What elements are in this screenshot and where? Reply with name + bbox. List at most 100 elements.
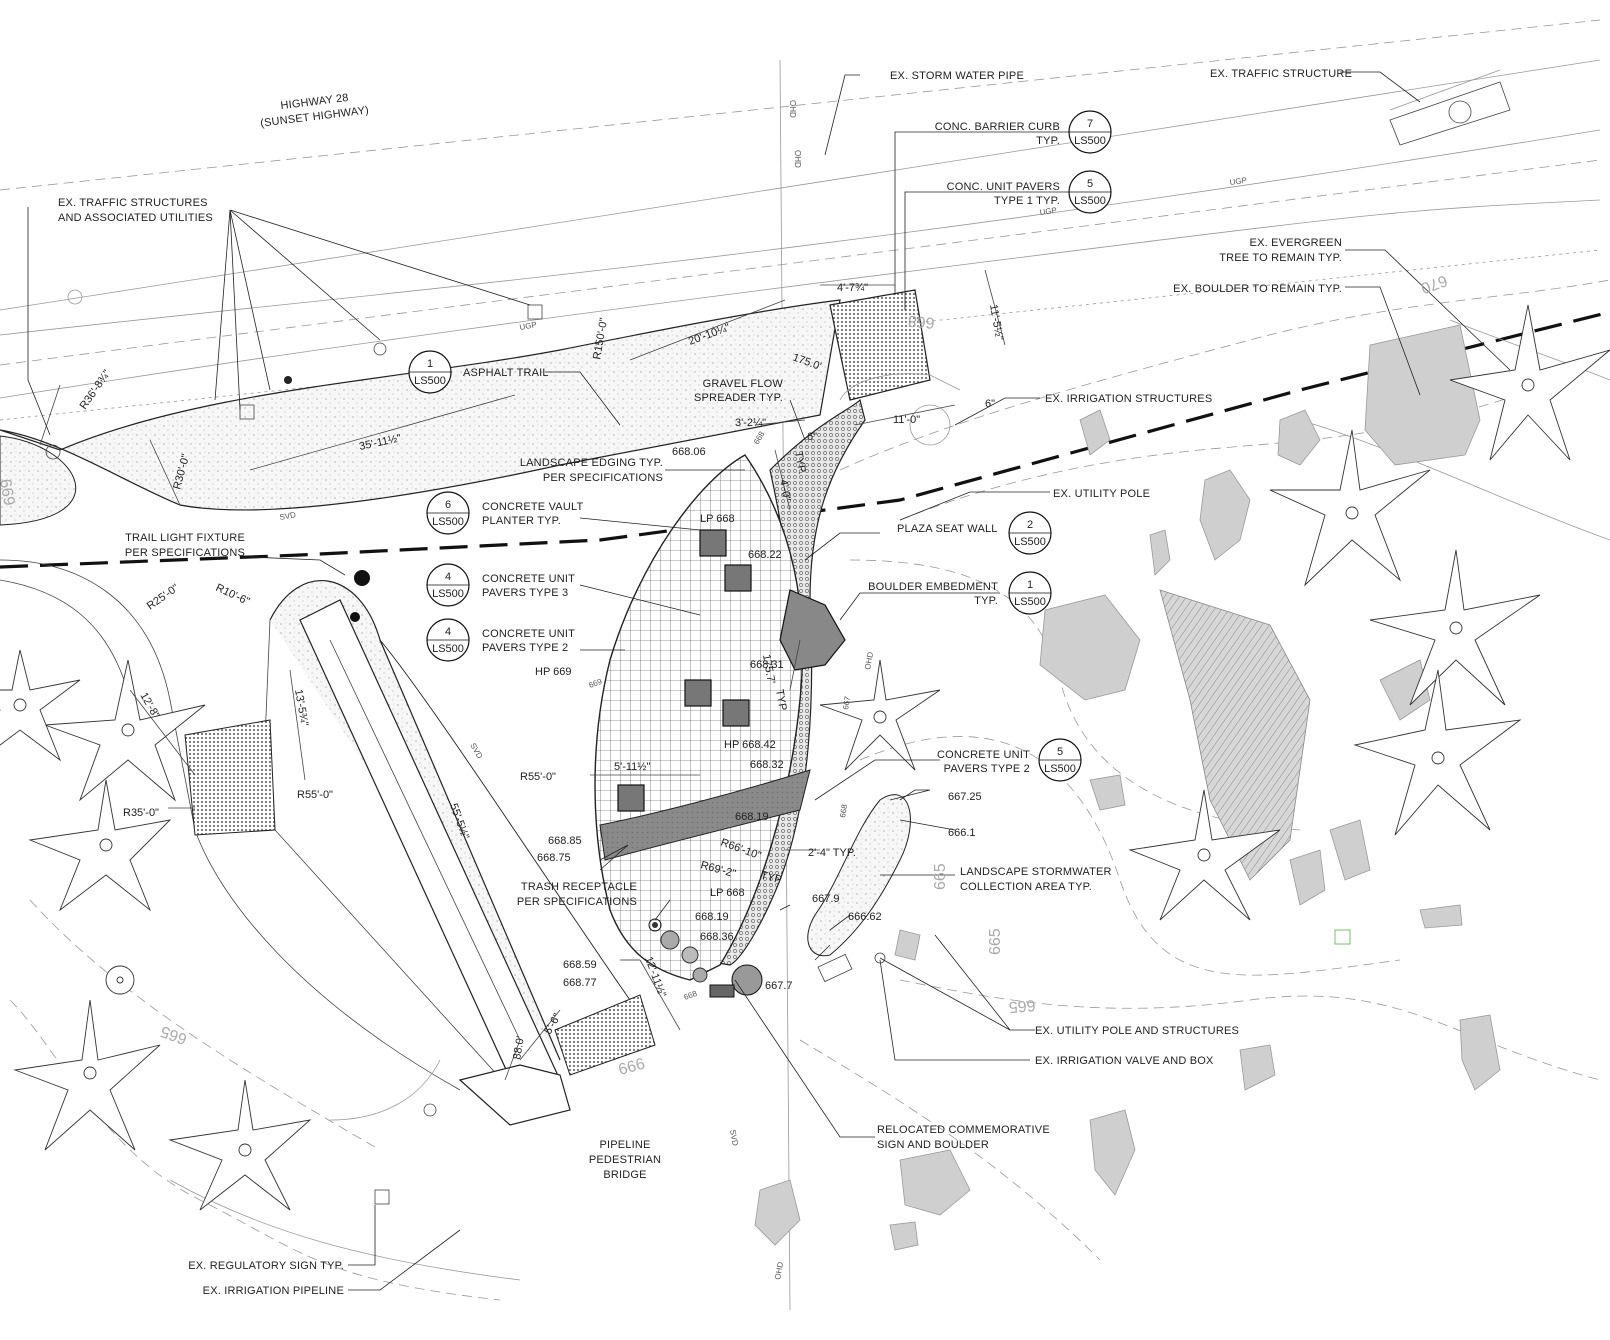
svg-text:668: 668 xyxy=(838,803,849,818)
svg-text:R35'-0": R35'-0" xyxy=(123,807,159,819)
svg-text:665: 665 xyxy=(158,1022,189,1047)
svg-text:LS500: LS500 xyxy=(1014,596,1046,608)
svg-text:6": 6" xyxy=(807,431,817,443)
vault-planter xyxy=(684,679,712,707)
svg-text:668.19: 668.19 xyxy=(735,811,769,823)
svg-text:669: 669 xyxy=(588,677,604,690)
callout-stormwater: COLLECTION AREA TYP. xyxy=(960,881,1092,893)
existing-small-structures xyxy=(45,289,951,1205)
trash-receptacle xyxy=(648,918,662,932)
callout-commemorative: SIGN AND BOULDER xyxy=(877,1139,989,1151)
svg-text:SVD: SVD xyxy=(279,510,297,522)
callout-evergreen: TREE TO REMAIN TYP. xyxy=(1219,252,1342,264)
tag-seat-wall: 2 LS500 xyxy=(1008,511,1052,555)
tag-boulder-embedment: 1 LS500 xyxy=(1008,571,1052,615)
callout-trail-light: PER SPECIFICATIONS xyxy=(125,547,245,559)
svg-text:7: 7 xyxy=(1087,118,1093,130)
svg-text:668.36: 668.36 xyxy=(700,931,734,943)
svg-text:665: 665 xyxy=(987,928,1004,955)
svg-text:668.19: 668.19 xyxy=(695,911,729,923)
highway-label-sub: (SUNSET HIGHWAY) xyxy=(260,104,370,129)
svg-text:668: 668 xyxy=(907,312,935,331)
svg-text:LS500: LS500 xyxy=(1014,536,1046,548)
dimension-lines xyxy=(39,269,1006,1081)
svg-text:6: 6 xyxy=(445,499,451,511)
callout-traffic-structures: EX. TRAFFIC STRUCTURES xyxy=(58,197,208,209)
survey-marker xyxy=(1334,929,1351,945)
svg-text:666: 666 xyxy=(617,1056,647,1079)
callout-irrigation-valve: EX. IRRIGATION VALVE AND BOX xyxy=(1035,1055,1214,1067)
svg-text:TYP.: TYP. xyxy=(792,450,808,475)
svg-text:665: 665 xyxy=(932,863,949,890)
callout-irrigation-structures: EX. IRRIGATION STRUCTURES xyxy=(1045,393,1212,405)
leader-lines xyxy=(27,71,1511,1291)
svg-text:666.1: 666.1 xyxy=(948,827,976,839)
ne-paver-area xyxy=(829,289,931,401)
tag-pavers-2: 4 LS500 xyxy=(426,618,470,662)
tag-vault: 6 LS500 xyxy=(426,491,470,535)
svg-text:6": 6" xyxy=(985,398,995,410)
vault-planter xyxy=(722,699,750,727)
svg-text:4: 4 xyxy=(445,626,451,638)
svg-text:LS500: LS500 xyxy=(414,375,446,387)
svg-text:SVD: SVD xyxy=(468,742,484,761)
callout-edging: LANDSCAPE EDGING TYP. xyxy=(520,457,663,469)
callout-stormwater: LANDSCAPE STORMWATER xyxy=(960,866,1112,878)
svg-text:669: 669 xyxy=(0,478,17,507)
tag-pavers-2b: 5 LS500 xyxy=(1038,738,1082,782)
svg-text:175.7': 175.7' xyxy=(760,653,777,684)
svg-text:668.85: 668.85 xyxy=(548,835,582,847)
svg-text:SVD: SVD xyxy=(728,1129,740,1147)
svg-text:2'-4" TYP.: 2'-4" TYP. xyxy=(808,847,856,859)
svg-text:4: 4 xyxy=(445,571,451,583)
callout-irrigation-pipeline: EX. IRRIGATION PIPELINE xyxy=(203,1285,344,1297)
svg-text:667.25: 667.25 xyxy=(948,791,982,803)
callout-vault: PLANTER TYP. xyxy=(482,515,561,527)
svg-text:LS500: LS500 xyxy=(432,643,464,655)
callout-utility-pole-structures: EX. UTILITY POLE AND STRUCTURES xyxy=(1035,1025,1239,1037)
existing-trees xyxy=(0,304,1610,1211)
svg-text:UGP: UGP xyxy=(519,320,538,332)
callouts: EX. STORM WATER PIPE EX. TRAFFIC STRUCTU… xyxy=(58,68,1352,1297)
svg-text:12'-8": 12'-8" xyxy=(137,691,161,721)
callout-pavers-2b: CONCRETE UNIT xyxy=(937,749,1030,761)
svg-text:R10'-6": R10'-6" xyxy=(214,582,252,608)
svg-text:88.0': 88.0' xyxy=(511,1035,527,1060)
callout-pavers-2b: PAVERS TYPE 2 xyxy=(944,763,1030,775)
svg-text:670: 670 xyxy=(1418,271,1449,296)
svg-text:1: 1 xyxy=(427,358,433,370)
svg-text:666.62: 666.62 xyxy=(848,911,882,923)
svg-text:TYP: TYP xyxy=(759,869,783,886)
stormwater-collection-area xyxy=(807,794,911,957)
svg-text:668.22: 668.22 xyxy=(748,549,782,561)
callout-evergreen: EX. EVERGREEN xyxy=(1250,237,1342,249)
svg-text:5'-11½": 5'-11½" xyxy=(614,761,650,773)
svg-text:668: 668 xyxy=(683,989,699,1002)
callout-boulder-embedment: BOULDER EMBEDMENT xyxy=(868,581,998,593)
svg-text:HP 668.42: HP 668.42 xyxy=(724,739,776,751)
plaza-band xyxy=(599,769,811,861)
tag-barrier-curb: 7 LS500 xyxy=(1068,110,1112,154)
callout-pavers-3: PAVERS TYPE 3 xyxy=(482,587,568,599)
svg-text:R55'-0": R55'-0" xyxy=(520,771,556,783)
callout-pavers-2: CONCRETE UNIT xyxy=(482,628,575,640)
svg-text:TYP: TYP xyxy=(773,688,789,711)
svg-text:R55'-0": R55'-0" xyxy=(297,789,333,801)
svg-text:LP 668: LP 668 xyxy=(710,887,745,899)
svg-text:LS500: LS500 xyxy=(1044,763,1076,775)
svg-text:667.7: 667.7 xyxy=(765,980,793,992)
callout-commemorative: RELOCATED COMMEMORATIVE xyxy=(877,1124,1050,1136)
svg-text:LS500: LS500 xyxy=(1074,195,1106,207)
svg-text:11'-0": 11'-0" xyxy=(893,414,920,426)
asphalt-trail xyxy=(0,299,841,511)
svg-text:LS500: LS500 xyxy=(432,516,464,528)
svg-text:668: 668 xyxy=(752,429,767,446)
callout-vault: CONCRETE VAULT xyxy=(482,501,583,513)
callout-asphalt-trail: ASPHALT TRAIL xyxy=(463,367,549,379)
south-paver-strip xyxy=(554,994,656,1076)
svg-text:668.77: 668.77 xyxy=(563,977,597,989)
svg-text:3'-2¼": 3'-2¼" xyxy=(735,417,766,429)
svg-text:1: 1 xyxy=(1027,579,1033,591)
callout-trail-light: TRAIL LIGHT FIXTURE xyxy=(125,532,245,544)
